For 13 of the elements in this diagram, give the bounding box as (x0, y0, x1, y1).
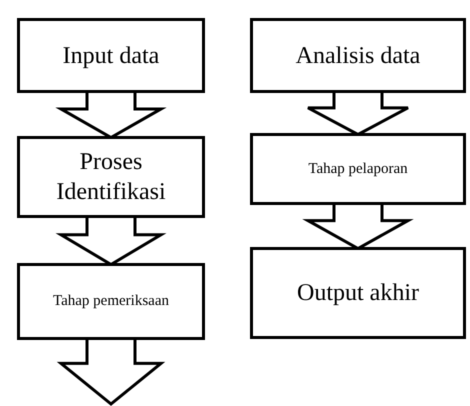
process-box (250, 133, 466, 205)
box-label: Input data (62, 42, 160, 70)
box-label: Proses Identifikasi (55, 148, 167, 207)
process-box (17, 136, 205, 218)
process-box (250, 18, 466, 93)
box-label: Analisis data (296, 42, 420, 70)
box-label: Tahap pelaporan (308, 160, 408, 178)
box-label: Output akhir (297, 279, 419, 308)
box-label: Tahap pemeriksaan (53, 292, 169, 311)
process-box (17, 18, 205, 93)
process-box (17, 263, 205, 340)
process-box (250, 247, 466, 339)
block-arrow (56, 337, 166, 406)
